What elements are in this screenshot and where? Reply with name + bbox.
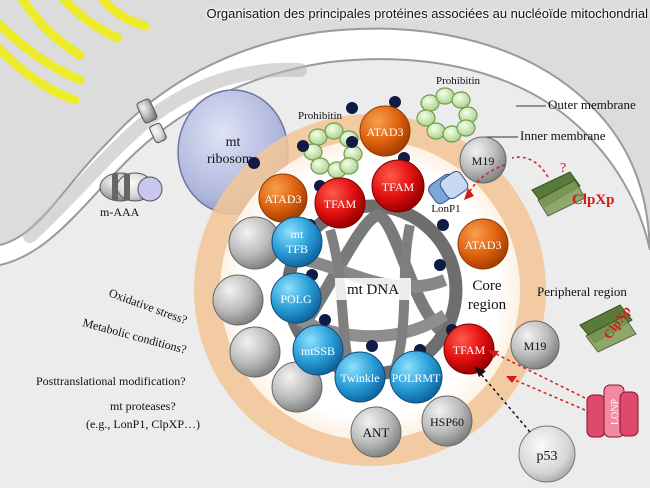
twinkle: Twinkle — [334, 351, 386, 403]
tfam-right-label: TFAM — [453, 343, 486, 357]
grey-protein-group-left — [212, 216, 323, 413]
polg-label: POLG — [280, 292, 312, 306]
peripheral-region-label: Peripheral region — [537, 284, 627, 299]
m19-top: M19 — [459, 136, 507, 184]
twinkle-label: Twinkle — [340, 371, 379, 385]
m-aaa-protease: m-AAA — [99, 172, 163, 219]
tfam-top: TFAM — [371, 159, 425, 213]
polrmt: POLRMT — [389, 350, 443, 404]
m-aaa-label: m-AAA — [100, 205, 140, 219]
tfam-right: TFAM — [443, 323, 495, 375]
core-region-label-line2: region — [468, 297, 507, 313]
lonp-right: LONP — [488, 350, 639, 438]
m19-right-label: M19 — [524, 339, 547, 353]
outer-membrane-label: Outer membrane — [548, 97, 636, 112]
atad3-right-label: ATAD3 — [464, 238, 501, 252]
mtssb-label: mtSSB — [301, 344, 335, 358]
atad3-right: ATAD3 — [457, 218, 509, 270]
core-region-label-line1: Core — [472, 278, 502, 294]
hsp60-label: HSP60 — [430, 415, 464, 429]
atad3-left-label: ATAD3 — [264, 192, 301, 206]
mt-tfb: mt TFB — [271, 216, 323, 268]
question-mark: ? — [560, 161, 566, 176]
grey-protein — [212, 274, 264, 326]
hsp60: HSP60 — [421, 395, 473, 447]
prohibitin-right-label: Prohibitin — [436, 75, 481, 87]
ribosome-label-line2: ribosome — [207, 152, 259, 167]
inner-membrane-label: Inner membrane — [520, 128, 606, 143]
prohibitin-left-label: Prohibitin — [298, 110, 343, 122]
p53-label: p53 — [537, 449, 558, 464]
factor-mt-proteases: mt proteases? — [110, 399, 176, 413]
tfam-top-left: TFAM — [314, 177, 366, 229]
mtssb: mtSSB — [292, 324, 344, 376]
clpxp-top-label: ClpXp — [572, 192, 615, 208]
p53: p53 — [474, 366, 576, 483]
m19-top-label: M19 — [472, 154, 495, 168]
tfam-top-left-label: TFAM — [324, 197, 357, 211]
polrmt-label: POLRMT — [392, 371, 441, 385]
ant-label: ANT — [363, 425, 390, 440]
grey-protein — [229, 326, 281, 378]
lonp1-inner: LonP1 — [428, 170, 469, 215]
lonp1-inner-label: LonP1 — [431, 203, 460, 215]
membrane-channels — [136, 98, 167, 144]
polg: POLG — [270, 272, 322, 324]
mt-tfb-label-line1: mt — [291, 227, 304, 241]
atad3-left: ATAD3 — [258, 173, 308, 223]
mt-tfb-label-line2: TFB — [286, 242, 308, 256]
atad3-top-label: ATAD3 — [366, 125, 403, 139]
tfam-top-label: TFAM — [382, 180, 415, 194]
ant: ANT — [350, 406, 402, 458]
prohibitin-cluster-right — [416, 87, 478, 143]
page-title: Organisation des principales protéines a… — [206, 6, 648, 21]
clpxp-top: ClpXp ? — [464, 156, 615, 217]
factor-examples: (e.g., LonP1, ClpXP…) — [86, 417, 200, 431]
clpxp-right: ClpXp — [579, 303, 637, 353]
mitochondria-cristae — [0, 0, 150, 105]
lonp-right-label: LONP — [610, 398, 621, 425]
ribosome-label-line1: mt — [226, 135, 241, 150]
mtdna-label: mt DNA — [347, 282, 399, 298]
atad3-top: ATAD3 — [359, 105, 411, 157]
factor-posttranslational: Posttranslational modification? — [36, 374, 186, 388]
m19-right: M19 — [510, 320, 560, 370]
